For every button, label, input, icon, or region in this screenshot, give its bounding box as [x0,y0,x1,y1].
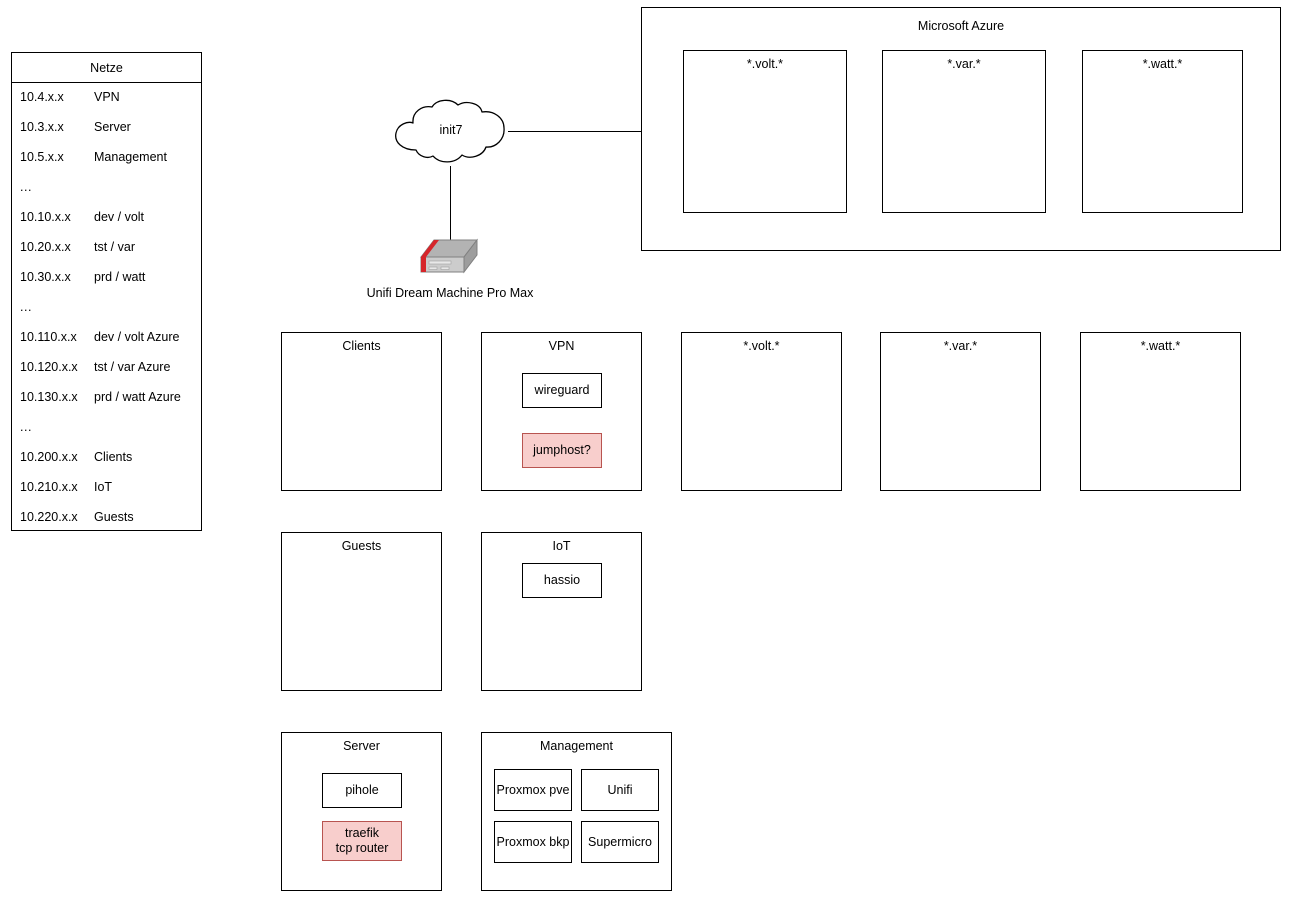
netze-row: 10.130.x.x prd / watt Azure [12,382,201,412]
connector-cloud-to-azure [508,131,641,132]
netze-row-cidr: 10.200.x.x [20,450,78,464]
azure-zone-var-title: *.var.* [947,57,981,71]
netze-table-header: Netze [12,53,201,83]
netze-row-cidr: 10.220.x.x [20,510,78,524]
azure-title: Microsoft Azure [917,19,1005,33]
netze-row: 10.3.x.x Server [12,112,201,142]
gateway-label: Unifi Dream Machine Pro Max [366,286,534,300]
netze-row-name: IoT [94,480,113,494]
netze-row-cidr: 10.20.x.x [20,240,71,254]
netze-row: 10.220.x.x Guests [12,502,201,532]
node-hassio-label: hassio [543,573,581,587]
netze-row: 10.210.x.x IoT [12,472,201,502]
netze-row-name: Clients [94,450,133,464]
netze-row-cidr: 10.3.x.x [20,120,64,134]
zone-watt-local-title: *.watt.* [1140,339,1181,353]
netze-row-cidr: ... [20,300,32,314]
node-proxmox-pve-label: Proxmox pve [496,782,570,797]
netze-row: 10.4.x.x VPN [12,82,201,112]
netze-row-cidr: ... [20,180,32,194]
azure-zone-var: *.var.* [882,50,1046,213]
netze-row: 10.10.x.x dev / volt [12,202,201,232]
netze-row: ... [12,172,201,202]
isp-cloud: init7 [390,98,512,168]
management-node-grid: Proxmox pve Unifi Proxmox bkp Supermicro [494,769,659,863]
node-jumphost-label: jumphost? [533,443,591,457]
netze-row-cidr: 10.5.x.x [20,150,64,164]
netze-row: 10.120.x.x tst / var Azure [12,352,201,382]
zone-watt-local: *.watt.* [1080,332,1241,491]
node-proxmox-bkp-label: Proxmox bkp [496,834,570,849]
netze-row: 10.200.x.x Clients [12,442,201,472]
netze-table-body: 10.4.x.x VPN 10.3.x.x Server 10.5.x.x Managem… [12,82,201,530]
netze-row-name: dev / volt Azure [94,330,180,344]
netze-row-cidr: 10.210.x.x [20,480,78,494]
netze-row-cidr: 10.10.x.x [20,210,71,224]
azure-zone-watt: *.watt.* [1082,50,1243,213]
azure-zone-watt-title: *.watt.* [1142,57,1183,71]
zone-server: Server pihole traefik tcp router [281,732,442,891]
zone-server-title: Server [343,739,380,753]
node-unifi[interactable]: Unifi [581,769,659,811]
node-wireguard[interactable]: wireguard [522,373,602,408]
node-proxmox-pve[interactable]: Proxmox pve [494,769,572,811]
cloud-icon [395,99,505,163]
node-hassio[interactable]: hassio [522,563,602,598]
netze-row-cidr: 10.110.x.x [20,330,77,344]
netze-row-cidr: 10.130.x.x [20,390,78,404]
azure-zone-volt: *.volt.* [683,50,847,213]
netze-row-name: Guests [94,510,134,524]
zone-var-local-title: *.var.* [943,339,978,353]
netze-table: Netze 10.4.x.x VPN 10.3.x.x Server 10.5.x.x M… [11,52,202,531]
netze-table-title: Netze [90,60,123,75]
netze-row-name: prd / watt Azure [94,390,181,404]
zone-iot-title: IoT [552,539,571,553]
netze-row: 10.30.x.x prd / watt [12,262,201,292]
netze-row: 10.5.x.x Management [12,142,201,172]
cloud-label: init7 [439,123,463,137]
netze-row: ... [12,412,201,442]
zone-guests-title: Guests [341,539,382,553]
node-supermicro[interactable]: Supermicro [581,821,659,863]
netze-row-cidr: ... [20,420,32,434]
zone-management: Management Proxmox pve Unifi Proxmox bkp… [481,732,672,891]
netze-row-name: VPN [94,90,120,104]
zone-guests: Guests [281,532,442,691]
zone-vpn-title: VPN [548,339,575,353]
node-pihole-label: pihole [345,783,379,797]
netze-row-cidr: 10.4.x.x [20,90,64,104]
connector-cloud-to-gateway [450,166,451,240]
netze-row: ... [12,292,201,322]
netze-row-cidr: 10.30.x.x [20,270,71,284]
azure-container: Microsoft Azure *.volt.* *.var.* *.watt.… [641,7,1281,251]
netze-row: 10.20.x.x tst / var [12,232,201,262]
zone-iot: IoT hassio [481,532,642,691]
netze-row-name: tst / var [94,240,135,254]
netze-row-cidr: 10.120.x.x [20,360,78,374]
node-traefik-label: traefik tcp router [335,826,389,855]
node-pihole[interactable]: pihole [322,773,402,808]
netze-row-name: prd / watt [94,270,146,284]
netze-row-name: tst / var Azure [94,360,171,374]
node-supermicro-label: Supermicro [588,834,652,849]
zone-volt-local: *.volt.* [681,332,842,491]
zone-volt-local-title: *.volt.* [743,339,780,353]
zone-vpn: VPN wireguard jumphost? [481,332,642,491]
node-traefik[interactable]: traefik tcp router [322,821,402,861]
netze-row-name: dev / volt [94,210,145,224]
node-wireguard-label: wireguard [534,383,590,397]
netze-row-name: Server [94,120,131,134]
node-unifi-label: Unifi [607,782,633,797]
netze-row: 10.110.x.x dev / volt Azure [12,322,201,352]
netze-row-name: Management [94,150,167,164]
gateway-appliance-icon [420,238,478,280]
zone-var-local: *.var.* [880,332,1041,491]
zone-clients-title: Clients [342,339,381,353]
zone-management-title: Management [540,739,613,753]
zone-clients: Clients [281,332,442,491]
node-jumphost[interactable]: jumphost? [522,433,602,468]
node-proxmox-bkp[interactable]: Proxmox bkp [494,821,572,863]
azure-zone-volt-title: *.volt.* [746,57,784,71]
